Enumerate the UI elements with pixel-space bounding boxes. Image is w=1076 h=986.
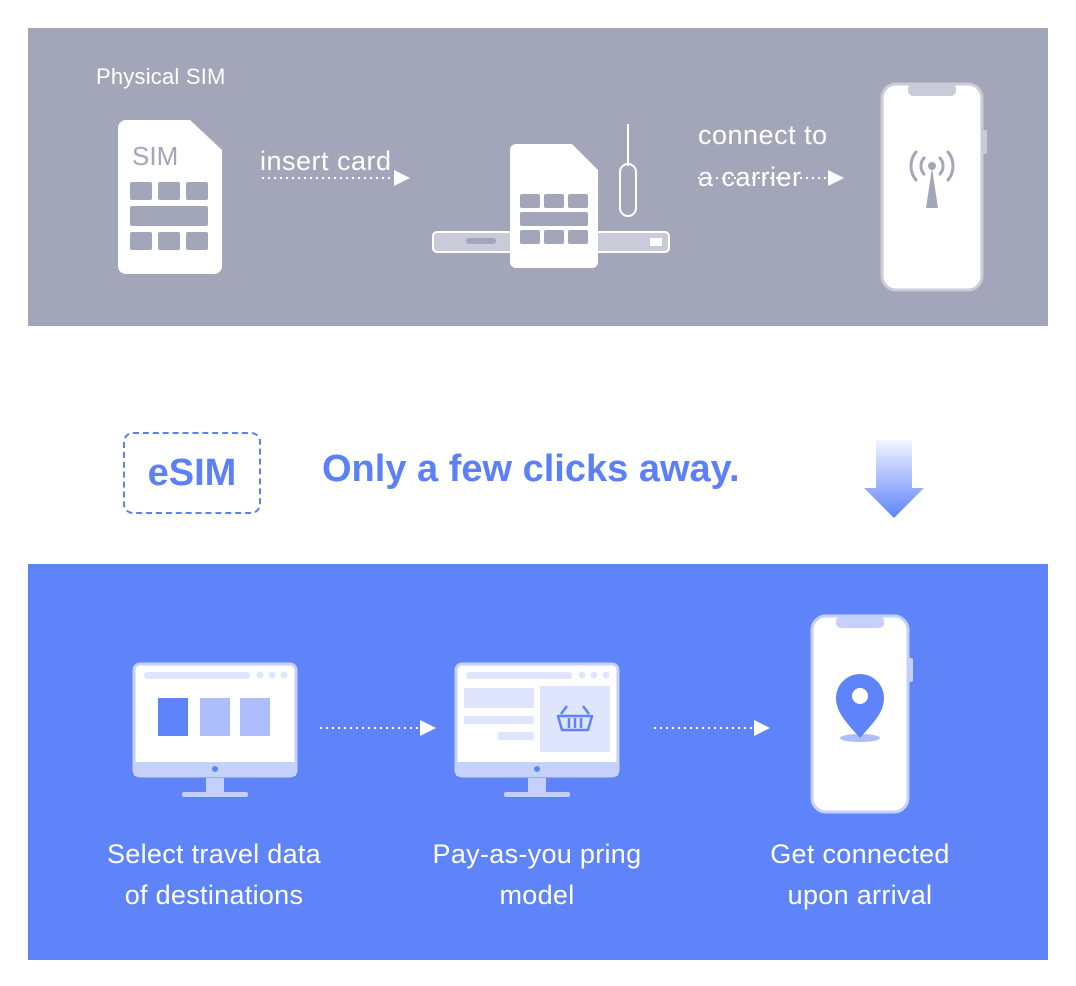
signal-antenna-icon (909, 150, 955, 182)
physical-sim-title: Physical SIM (96, 64, 226, 89)
phone-antenna-icon (880, 82, 987, 292)
location-pin-icon (836, 674, 884, 738)
down-arrow-icon (864, 440, 924, 518)
esim-badge: eSIM (123, 432, 261, 514)
phone-location-icon (810, 614, 913, 814)
step-caption-connect: Get connected upon arrival (770, 839, 950, 910)
step-caption-select: Select travel data of destinations (106, 839, 322, 910)
step-caption-pay: Pay-as-you pring model (432, 839, 642, 910)
monitor-select-data-icon (132, 662, 298, 797)
dotted-arrow-icon (698, 170, 844, 186)
insert-card-label: insert card (260, 146, 392, 176)
esim-headline: Only a few clicks away. (322, 448, 740, 490)
dotted-arrow-icon (654, 720, 770, 736)
dotted-arrow-icon (320, 720, 436, 736)
sim-tray-icon (432, 124, 670, 268)
basket-icon (556, 705, 594, 732)
dotted-arrow-icon (262, 170, 410, 186)
sim-card-text: SIM (132, 141, 178, 171)
sim-card-icon: SIM (118, 120, 222, 274)
monitor-payment-icon (454, 662, 620, 797)
connect-carrier-line1: connect to (698, 120, 828, 150)
physical-sim-panel: Physical SIM SIM insert card (28, 28, 1048, 326)
esim-steps-panel: Select travel data of destinations Pay-a… (28, 564, 1048, 960)
